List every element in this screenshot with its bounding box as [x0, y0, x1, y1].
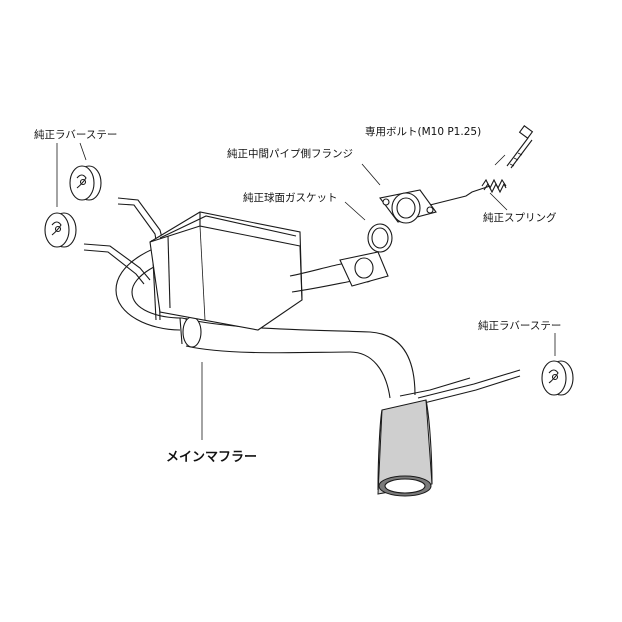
- label-flange: 純正中間パイプ側フランジ: [227, 148, 353, 160]
- label-rubber-stay-right: 純正ラバーステー: [478, 320, 562, 332]
- label-main-muffler: メインマフラー: [166, 450, 258, 465]
- leader-lines: [56, 142, 556, 440]
- rubber-stay-left-lower: [44, 212, 77, 248]
- label-spring: 純正スプリング: [483, 212, 557, 224]
- flange: [379, 185, 491, 224]
- muffler-body: [149, 211, 303, 331]
- bolt: [506, 125, 534, 169]
- rubber-stay-right: [541, 360, 574, 396]
- label-rubber-stay-left: 純正ラバーステー: [34, 129, 118, 141]
- hanger-rod-right: [399, 369, 521, 405]
- inlet-pipe: [289, 251, 389, 293]
- label-gasket: 純正球面ガスケット: [243, 192, 338, 204]
- gasket: [367, 223, 393, 253]
- label-bolt: 専用ボルト(M10 P1.25): [365, 126, 482, 138]
- rubber-stay-left-upper: [69, 165, 102, 201]
- spring: [481, 178, 507, 194]
- tail-pipe: [377, 399, 433, 497]
